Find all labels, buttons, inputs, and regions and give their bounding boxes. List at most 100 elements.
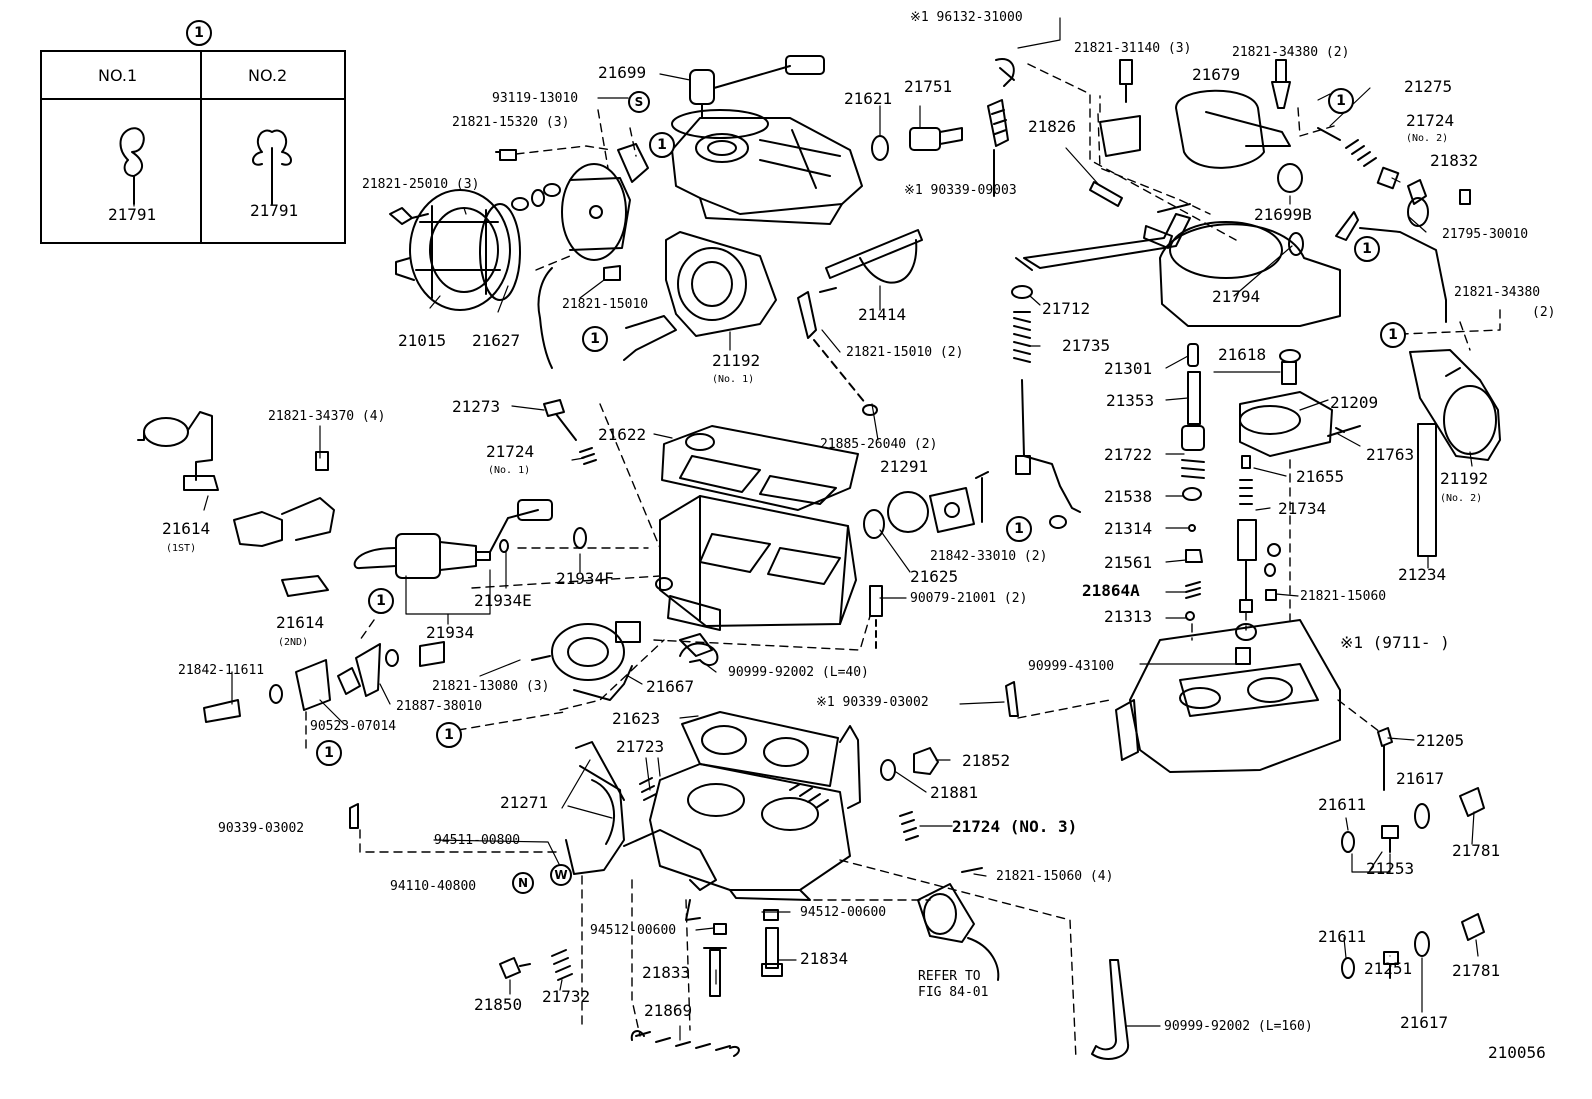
part-label: 90339-03002 <box>218 821 305 836</box>
part-label: 94110-40800 <box>390 879 477 894</box>
dashed-assembly-lines <box>305 63 1501 1061</box>
part-label: 21934 <box>426 623 475 642</box>
part-label: 21271 <box>500 793 549 812</box>
tube-21234-drawing <box>1417 423 1437 557</box>
note-mark: ※1 (9711- ) <box>1340 633 1450 652</box>
part-label: 21826 <box>1028 117 1077 136</box>
circle-marker: 1 <box>368 588 394 614</box>
gasket-21622-drawing <box>661 425 859 511</box>
part-label-note: (No. 1) <box>488 465 531 476</box>
part-label: 21301 <box>1104 359 1153 378</box>
part-label: 21614 <box>276 613 325 632</box>
linkage-21271-drawing <box>565 741 717 921</box>
solenoid-21934-drawing <box>353 499 587 579</box>
choke-cover-drawing <box>537 143 649 369</box>
part-label: 90999-43100 <box>1028 659 1115 674</box>
part-label: 21781 <box>1452 841 1501 860</box>
part-label: 21627 <box>472 331 521 350</box>
part-label: 21618 <box>1218 345 1267 364</box>
part-label: 21821-15320 (3) <box>452 115 570 130</box>
part-label: 21794 <box>1212 287 1261 306</box>
part-label: 21621 <box>844 89 893 108</box>
part-label: 21833 <box>642 963 691 982</box>
part-label: 21834 <box>800 949 849 968</box>
part-label-note: (2ND) <box>278 637 309 648</box>
part-label: 21821-15010 (2) <box>846 345 964 360</box>
part-label: 21625 <box>910 567 959 586</box>
part-label: 21763 <box>1366 445 1415 464</box>
part-label: 21353 <box>1106 391 1155 410</box>
part-label: 21732 <box>542 987 591 1006</box>
circle-marker: 1 <box>1328 88 1354 114</box>
part-label-note: (No. 1) <box>712 374 755 385</box>
switch-21614-1st-drawing <box>137 411 219 491</box>
choke-housing-21015-drawing <box>395 189 521 311</box>
jet-21205-drawing <box>1377 727 1393 791</box>
diaphragm-21679-drawing <box>1175 59 1303 193</box>
part-label: 21291 <box>880 457 929 476</box>
part-label: 21611 <box>1318 927 1367 946</box>
part-label: 21275 <box>1404 77 1453 96</box>
part-label: 21885-26040 (2) <box>820 437 938 452</box>
part-label: 21864A <box>1082 581 1140 600</box>
part-label: 21881 <box>930 783 979 802</box>
part-label: 21821-31140 (3) <box>1074 41 1192 56</box>
part-label: 90999-92002 (L=40) <box>728 665 869 680</box>
circle-marker: 1 <box>436 722 462 748</box>
legend-table: NO.1 NO.2 <box>40 50 346 244</box>
legend-divider <box>200 52 202 242</box>
part-label: 94512-00600 <box>800 905 887 920</box>
part-label: ※1 90339-03002 <box>816 695 929 710</box>
legend-col1-header: NO.1 <box>98 66 138 85</box>
part-label: 21205 <box>1416 731 1465 750</box>
legend-col2-header: NO.2 <box>248 66 288 85</box>
legend-marker-circle: 1 <box>186 20 212 46</box>
part-label: ※1 96132-31000 <box>910 10 1023 25</box>
gasket-21291-21625-drawing <box>863 471 989 651</box>
fitting-21852-21881-drawing <box>880 747 939 841</box>
part-label: 21821-34380 <box>1454 285 1541 300</box>
part-label: 90523-07014 <box>310 719 397 734</box>
part-label-note: (No. 2) <box>1440 493 1483 504</box>
hose-90999-160-drawing <box>1091 959 1130 1060</box>
main-body-21623-right-drawing <box>1115 619 1341 773</box>
needle-21734-drawing <box>1237 455 1281 613</box>
lever-21821-15010-drawing <box>797 287 878 416</box>
part-label: ※1 90339-09003 <box>904 183 1017 198</box>
part-label: 21842-11611 <box>178 663 265 678</box>
part-label: 21735 <box>1062 336 1111 355</box>
part-label: 21699B <box>1254 205 1312 224</box>
part-label: 21821-15010 <box>562 297 649 312</box>
part-label-note: (2) <box>1532 305 1556 320</box>
part-label: 21614 <box>162 519 211 538</box>
part-label: 21852 <box>962 751 1011 770</box>
n-marker: N <box>512 872 534 894</box>
figure-number: 210056 <box>1488 1043 1546 1062</box>
rod-21712-21735-drawing <box>1011 285 1081 529</box>
part-label: 94512-00600 <box>590 923 677 938</box>
legend-header-row <box>42 52 344 100</box>
part-label: 21724 <box>486 442 535 461</box>
part-label: 21795-30010 <box>1442 227 1529 242</box>
leader-lines <box>133 17 1479 1041</box>
circle-marker: 1 <box>1006 516 1032 542</box>
part-label: 21712 <box>1042 299 1091 318</box>
part-label: 21842-33010 (2) <box>930 549 1048 564</box>
part-label: 21722 <box>1104 445 1153 464</box>
part-label-note: (1ST) <box>166 543 197 554</box>
w-marker: W <box>550 864 572 886</box>
shaft-21414-drawing <box>825 229 923 284</box>
legend-col1-part: 21791 <box>108 205 157 224</box>
screw-21273-drawing <box>543 399 597 465</box>
refer-note-line1: REFER TO <box>918 969 981 984</box>
diaphragm-21192-no1-drawing <box>623 231 777 361</box>
part-label: 21821-15060 <box>1300 589 1387 604</box>
part-label: 94511-00800 <box>434 833 521 848</box>
plug-90339-drawing <box>987 58 1015 197</box>
part-label: 21234 <box>1398 565 1447 584</box>
part-label: 21734 <box>1278 499 1327 518</box>
diaphragm-21192-no2-drawing <box>1409 349 1501 461</box>
part-label: 21679 <box>1192 65 1241 84</box>
